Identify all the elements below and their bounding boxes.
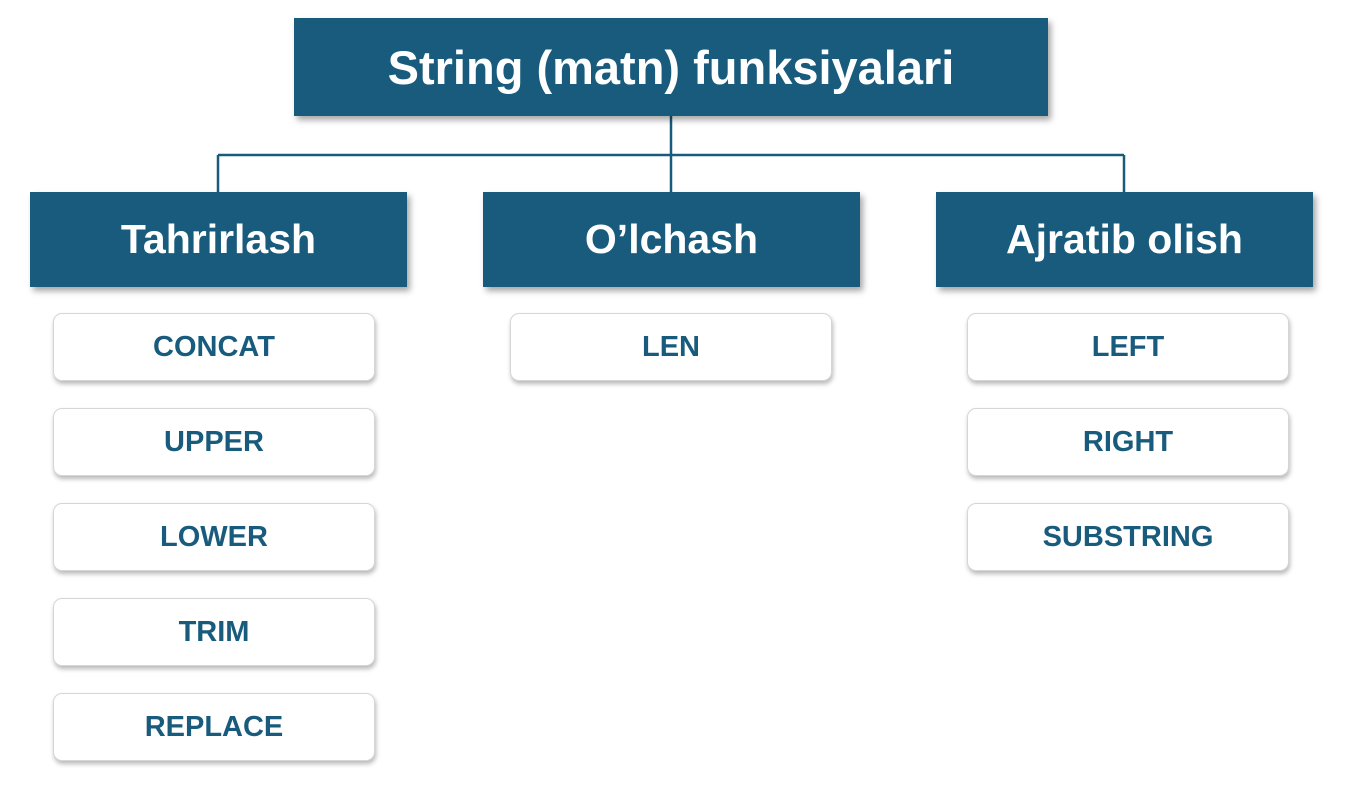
category-olchash: O’lchash xyxy=(483,192,860,287)
olchash-function-list: LEN xyxy=(510,313,832,408)
function-left: LEFT xyxy=(967,313,1289,381)
function-upper: UPPER xyxy=(53,408,375,476)
function-right: RIGHT xyxy=(967,408,1289,476)
function-replace: REPLACE xyxy=(53,693,375,761)
function-substring: SUBSTRING xyxy=(967,503,1289,571)
diagram-title: String (matn) funksiyalari xyxy=(294,18,1048,116)
function-trim: TRIM xyxy=(53,598,375,666)
category-ajratib-olish: Ajratib olish xyxy=(936,192,1313,287)
function-len: LEN xyxy=(510,313,832,381)
category-tahrirlash: Tahrirlash xyxy=(30,192,407,287)
function-lower: LOWER xyxy=(53,503,375,571)
ajratib-olish-function-list: LEFT RIGHT SUBSTRING xyxy=(967,313,1289,598)
tahrirlash-function-list: CONCAT UPPER LOWER TRIM REPLACE xyxy=(53,313,375,788)
function-concat: CONCAT xyxy=(53,313,375,381)
